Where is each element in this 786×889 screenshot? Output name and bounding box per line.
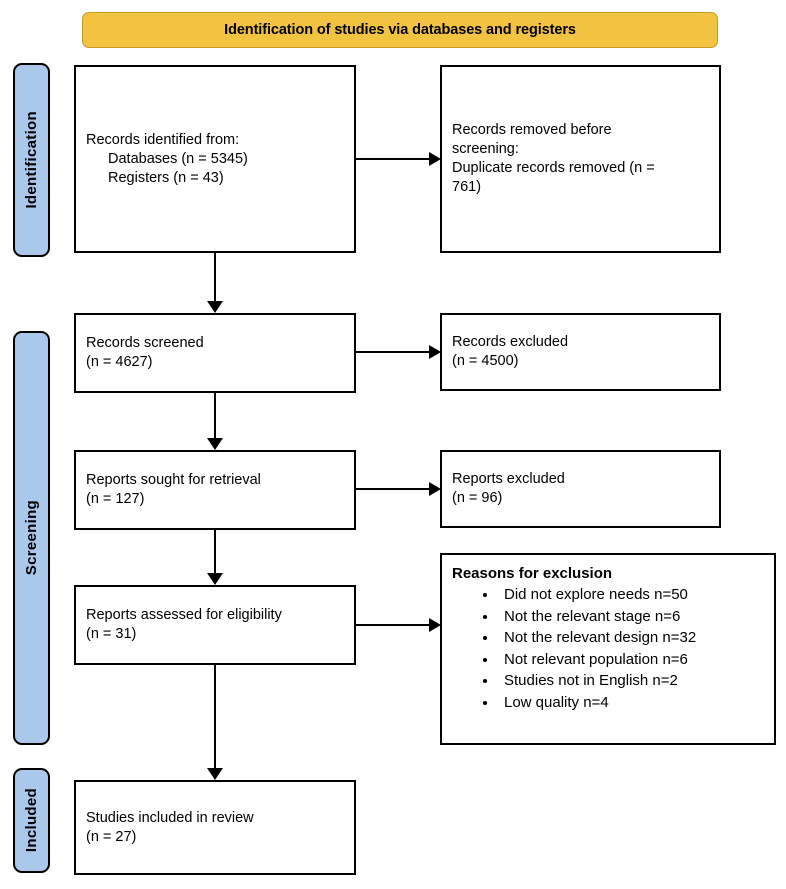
stage-label-identification: Identification	[13, 63, 50, 257]
box-studies-included: Studies included in review (n = 27)	[74, 780, 356, 875]
reasons-title: Reasons for exclusion	[452, 565, 613, 582]
stage-label-screening: Screening	[13, 331, 50, 745]
arrow-assessed-to-reasons	[356, 618, 441, 632]
reports-sought-line2: (n = 127)	[86, 491, 145, 507]
identification-banner: Identification of studies via databases …	[82, 12, 718, 48]
arrow-screened-to-records-excluded	[356, 345, 441, 359]
box-records-identified: Records identified from: Databases (n = …	[74, 65, 356, 253]
list-item: Did not explore needs n=50	[498, 584, 766, 606]
records-removed-line4: 761)	[452, 179, 482, 195]
box-reports-sought: Reports sought for retrieval (n = 127)	[74, 450, 356, 530]
banner-title: Identification of studies via databases …	[224, 22, 576, 38]
box-reports-assessed: Reports assessed for eligibility (n = 31…	[74, 585, 356, 665]
arrow-identified-to-screened	[207, 253, 223, 313]
records-identified-line3: Registers (n = 43)	[108, 169, 224, 186]
reports-excluded-line2: (n = 96)	[452, 490, 503, 506]
records-screened-line2: (n = 4627)	[86, 354, 153, 370]
records-identified-line2: Databases (n = 5345)	[108, 150, 248, 167]
list-item: Not the relevant design n=32	[498, 627, 766, 649]
list-item: Studies not in English n=2	[498, 670, 766, 692]
arrow-sought-to-reports-excluded	[356, 482, 441, 496]
records-identified-line1: Records identified from:	[86, 131, 240, 148]
reports-assessed-line2: (n = 31)	[86, 626, 137, 642]
arrow-identified-to-removed	[356, 152, 441, 166]
reports-assessed-line1: Reports assessed for eligibility	[86, 607, 282, 623]
reasons-list: Did not explore needs n=50 Not the relev…	[452, 584, 766, 713]
records-removed-line1: Records removed before	[452, 122, 612, 138]
studies-included-line1: Studies included in review	[86, 809, 254, 826]
list-item: Not relevant population n=6	[498, 649, 766, 671]
reports-excluded-line1: Reports excluded	[452, 471, 565, 487]
records-screened-line1: Records screened	[86, 335, 204, 351]
records-excluded-line1: Records excluded	[452, 334, 569, 350]
records-excluded-line2: (n = 4500)	[452, 353, 519, 369]
box-reasons-for-exclusion: Reasons for exclusion Did not explore ne…	[440, 553, 776, 745]
box-records-excluded: Records excluded (n = 4500)	[440, 313, 721, 391]
arrow-assessed-to-included	[207, 665, 223, 780]
box-records-removed: Records removed before screening: Duplic…	[440, 65, 721, 253]
list-item: Not the relevant stage n=6	[498, 606, 766, 628]
records-removed-line3: Duplicate records removed (n =	[452, 160, 655, 176]
arrow-sought-to-assessed	[207, 530, 223, 585]
box-reports-excluded: Reports excluded (n = 96)	[440, 450, 721, 528]
arrow-screened-to-sought	[207, 393, 223, 450]
studies-included-line2: (n = 27)	[86, 828, 137, 845]
list-item: Low quality n=4	[498, 692, 766, 714]
reports-sought-line1: Reports sought for retrieval	[86, 472, 261, 488]
records-removed-line2: screening:	[452, 141, 519, 157]
box-records-screened: Records screened (n = 4627)	[74, 313, 356, 393]
stage-label-included: Included	[13, 768, 50, 873]
